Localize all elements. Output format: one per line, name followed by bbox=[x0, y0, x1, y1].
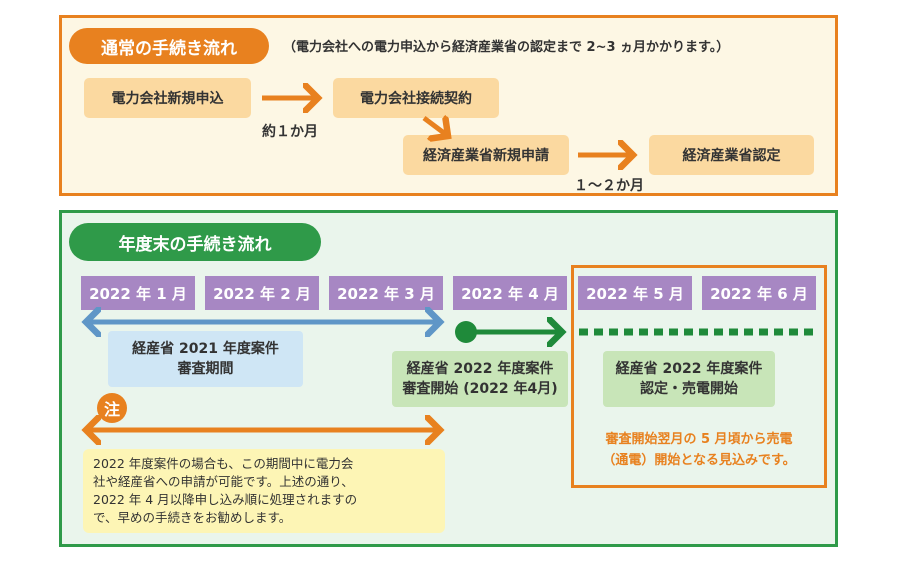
gap-label-2: １〜２か月 bbox=[574, 178, 644, 194]
fy2022-approval-line2: 認定・売電開始 bbox=[640, 381, 738, 397]
arrow-step2-step3 bbox=[422, 118, 448, 136]
fy2022-review-start-line2: 審査開始 (2022 年4月) bbox=[402, 381, 558, 397]
note-line-2: 社や経産省への申請が可能です。上述の通り、 bbox=[93, 474, 354, 489]
sales-start-note: 審査開始翌月の 5 月頃から売電 （通電）開始となる見込みです。 bbox=[578, 429, 820, 471]
fy2022-approval-line1: 経産省 2022 年度案件 bbox=[615, 361, 763, 377]
yearend-flow-title-text: 年度末の手続き流れ bbox=[118, 234, 272, 255]
fy2021-review-period-line2: 審査期間 bbox=[177, 361, 234, 377]
sales-start-highlight-frame bbox=[571, 265, 827, 488]
sales-start-note-line2: （通電）開始となる見込みです。 bbox=[602, 453, 796, 468]
step-power-company-application-label: 電力会社新規申込 bbox=[111, 91, 224, 107]
gap-label-1: 約１か月 bbox=[262, 124, 318, 140]
normal-flow-title-text: 通常の手続き流れ bbox=[101, 38, 237, 59]
fy2021-review-period-box: 経産省 2021 年度案件 審査期間 bbox=[108, 331, 303, 387]
month-2022-01: 2022 年 1 月 bbox=[81, 276, 195, 310]
note-badge-text: 注 bbox=[103, 400, 120, 419]
month-2022-06: 2022 年 6 月 bbox=[702, 276, 816, 310]
yearend-flow-title: 年度末の手続き流れ bbox=[69, 223, 321, 261]
normal-flow-title: 通常の手続き流れ bbox=[69, 28, 269, 64]
note-box: 2022 年度案件の場合も、この期間中に電力会 社や経産省への申請が可能です。上… bbox=[83, 449, 445, 533]
note-line-1: 2022 年度案件の場合も、この期間中に電力会 bbox=[93, 456, 354, 471]
step-power-company-application: 電力会社新規申込 bbox=[84, 78, 251, 118]
step-meti-approval: 経済産業省認定 bbox=[649, 135, 814, 175]
sales-start-note-line1: 審査開始翌月の 5 月頃から売電 bbox=[605, 432, 793, 447]
step-power-company-contract-label: 電力会社接続契約 bbox=[360, 91, 472, 107]
fy2022-approval-box: 経産省 2022 年度案件 認定・売電開始 bbox=[603, 351, 775, 407]
month-2022-05: 2022 年 5 月 bbox=[578, 276, 692, 310]
note-badge: 注 bbox=[97, 393, 127, 423]
month-2022-04: 2022 年 4 月 bbox=[453, 276, 567, 310]
note-line-4: で、早めの手続きをお勧めします。 bbox=[93, 510, 292, 525]
fy2021-review-period-line1: 経産省 2021 年度案件 bbox=[132, 341, 279, 357]
step-meti-application-label: 経済産業省新規申請 bbox=[423, 148, 549, 164]
normal-flow-subtitle: （電力会社への電力申込から経済産業省の認定まで 2~3 ヵ月かかります。） bbox=[283, 40, 730, 55]
review-start-dot bbox=[455, 321, 477, 343]
step-meti-approval-label: 経済産業省認定 bbox=[682, 148, 781, 164]
step-power-company-contract: 電力会社接続契約 bbox=[333, 78, 499, 118]
fy2022-review-start-line1: 経産省 2022 年度案件 bbox=[406, 361, 554, 377]
month-2022-03: 2022 年 3 月 bbox=[329, 276, 443, 310]
month-2022-02: 2022 年 2 月 bbox=[205, 276, 319, 310]
fy2022-review-start-box: 経産省 2022 年度案件 審査開始 (2022 年4月) bbox=[392, 351, 568, 407]
note-line-3: 2022 年 4 月以降申し込み順に処理されますの bbox=[93, 492, 358, 507]
